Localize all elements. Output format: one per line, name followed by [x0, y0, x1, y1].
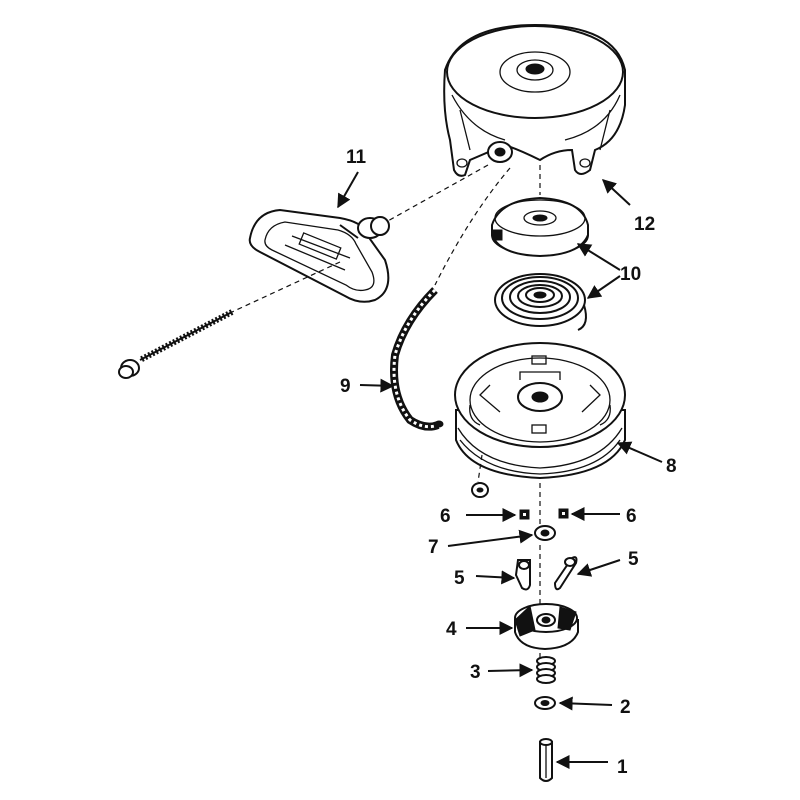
clip-right-icon	[558, 508, 569, 519]
clip-left-icon	[519, 509, 530, 520]
callout-6-right: 6	[626, 506, 637, 527]
leader-10b	[586, 275, 621, 299]
leader-10a	[576, 243, 621, 271]
leader-5a	[475, 570, 516, 585]
callout-5-left: 5	[454, 568, 465, 589]
callout-5-right: 5	[628, 549, 639, 570]
leader-7	[447, 529, 534, 547]
callout-12: 12	[634, 214, 655, 235]
spring-cover-icon	[491, 196, 589, 258]
callout-2: 2	[620, 697, 631, 718]
washer-icon	[534, 525, 556, 541]
leader-12	[601, 179, 631, 206]
pin-icon	[539, 738, 553, 782]
starter-rope-icon	[390, 167, 511, 431]
leader-lines	[337, 171, 663, 769]
rope-pulley-icon	[454, 342, 626, 480]
retainer-icon	[514, 603, 579, 651]
callout-3: 3	[470, 662, 481, 683]
callout-10: 10	[620, 264, 641, 285]
recoil-housing-icon	[443, 23, 626, 177]
callout-9: 9	[340, 376, 351, 397]
washer-lower-icon	[534, 696, 556, 710]
small-nut-icon	[471, 454, 489, 498]
leader-3	[487, 663, 534, 678]
leader-8	[616, 441, 663, 463]
callout-8: 8	[666, 456, 677, 477]
small-spring-icon	[536, 656, 556, 684]
bolt-icon	[118, 309, 234, 379]
callout-7: 7	[428, 537, 439, 558]
starter-handle-icon	[248, 208, 390, 303]
pawl-left-icon	[514, 559, 531, 591]
handle-axis-line	[231, 261, 341, 313]
callout-6-left: 6	[440, 506, 451, 527]
callout-11: 11	[346, 147, 367, 168]
rewind-spring-icon	[494, 273, 587, 331]
leader-9	[359, 378, 395, 393]
callout-4: 4	[446, 619, 457, 640]
rope-guide-line	[385, 164, 489, 223]
pawl-right-icon	[553, 556, 578, 591]
leader-5b	[576, 559, 621, 577]
leader-11	[337, 171, 359, 209]
callout-1: 1	[617, 757, 628, 778]
leader-2	[558, 696, 613, 711]
